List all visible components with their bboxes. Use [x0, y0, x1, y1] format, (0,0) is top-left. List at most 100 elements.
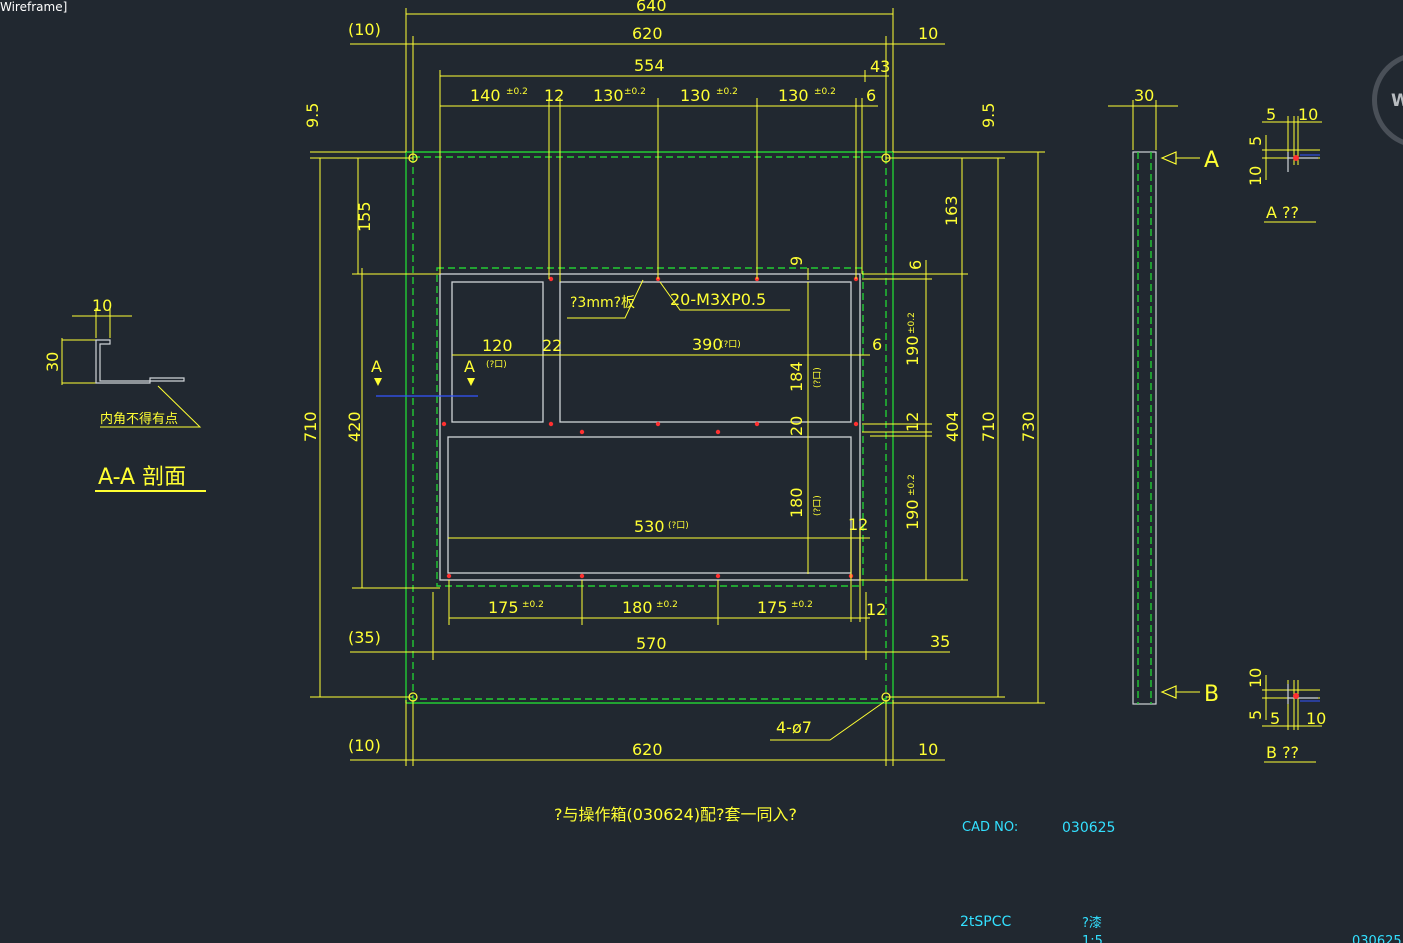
dim-140: 140 [470, 86, 501, 105]
tol-140: ±0.2 [506, 87, 528, 97]
dim-10-paren-top: (10) [348, 20, 381, 39]
dim-640: 640 [636, 0, 667, 15]
dim-175-a: 175 [488, 598, 519, 617]
corner-drawing-no: 030625 [1352, 934, 1402, 943]
note-kou-530: (?口) [668, 521, 689, 531]
tol-130-c: ±0.2 [814, 87, 836, 97]
dim-404: 404 [943, 411, 962, 442]
dimension-lines [310, 8, 1045, 766]
dim-b-10-vertical: 10 [1246, 668, 1265, 688]
dim-554: 554 [634, 56, 665, 75]
dim-9-5-left: 9.5 [303, 103, 322, 128]
section-arrow-right [467, 378, 475, 386]
dim-155: 155 [355, 201, 374, 232]
dim-6-right-1: 6 [906, 260, 925, 270]
dim-a-5-vertical: 5 [1246, 136, 1265, 146]
dim-b-5-vertical: 5 [1246, 710, 1265, 720]
dim-a-5: 5 [1266, 105, 1276, 124]
dim-30-side: 30 [1134, 86, 1154, 105]
dim-10-paren-bottom: (10) [348, 736, 381, 755]
note-kou-120: (?口) [486, 360, 507, 370]
side-view [1108, 100, 1200, 705]
dim-6-right-2: 6 [872, 335, 882, 354]
material: 2tSPCC [960, 914, 1012, 930]
dim-10-top-right: 10 [918, 24, 938, 43]
section-aa-title: A-A 剖面 [98, 465, 186, 490]
note-mounting-holes: 4-ø7 [776, 718, 812, 737]
dim-20: 20 [787, 416, 806, 436]
dim-163: 163 [942, 195, 961, 226]
viewcube-label[interactable]: W [1391, 91, 1403, 111]
viewport-label[interactable]: Wireframe] [0, 0, 68, 14]
dim-710-right: 710 [979, 411, 998, 442]
dim-12-bottom: 12 [866, 600, 886, 619]
tol-175-a: ±0.2 [522, 600, 544, 610]
note-sheet: ?3mm?板 [570, 295, 635, 311]
dim-43: 43 [870, 57, 890, 76]
dim-184: 184 [787, 361, 806, 392]
cad-no-value: 030625 [1062, 820, 1115, 836]
dim-190-top: 190 [903, 335, 922, 366]
bend-lines [405, 151, 894, 704]
dim-180-horizontal: 180 [622, 598, 653, 617]
dim-b-10: 10 [1306, 709, 1326, 728]
view-marker-a: A [1204, 148, 1219, 173]
dim-570: 570 [636, 634, 667, 653]
dim-b-5: 5 [1270, 709, 1280, 728]
tol-175-b: ±0.2 [791, 600, 813, 610]
tol-180: ±0.2 [656, 600, 678, 610]
dim-6-top: 6 [866, 86, 876, 105]
dim-130-a: 130 [593, 86, 624, 105]
section-marker-a-left: A [371, 357, 382, 376]
notes: ?3mm?板 20-M3XP0.5 4-ø7 内角不得有点 A-A 剖面 A A… [98, 148, 1299, 824]
dim-22: 22 [542, 336, 562, 355]
dim-530: 530 [634, 517, 665, 536]
dim-130-c: 130 [778, 86, 809, 105]
section-arrow-left [374, 378, 382, 386]
dim-130-b: 130 [680, 86, 711, 105]
note-threaded-holes: 20-M3XP0.5 [670, 290, 766, 309]
dim-620-top: 620 [632, 24, 663, 43]
dim-a-10: 10 [1298, 105, 1318, 124]
cad-no-label: CAD NO: [962, 820, 1018, 835]
dim-710-left: 710 [301, 411, 320, 442]
tol-130-a: ±0.2 [624, 87, 646, 97]
dim-620-bottom: 620 [632, 740, 663, 759]
tol-130-b: ±0.2 [716, 87, 738, 97]
cutout-outlines [439, 273, 861, 581]
footer-note: ?与操作箱(030624)配?套一同入? [554, 805, 797, 824]
dim-390: 390 [692, 335, 723, 354]
dim-180-vertical: 180 [787, 487, 806, 518]
dim-175-b: 175 [757, 598, 788, 617]
note-kou-184: (?口) [813, 367, 823, 388]
tol-190-bot: ±0.2 [907, 474, 917, 496]
detail-a-title: A ?? [1266, 203, 1299, 222]
finish: ?漆 [1082, 915, 1102, 931]
detail-b-title: B ?? [1266, 743, 1299, 762]
dim-9-5-right: 9.5 [979, 103, 998, 128]
dim-12-mid: 12 [903, 412, 922, 432]
detail-views [1262, 116, 1322, 763]
tol-190-top: ±0.2 [907, 312, 917, 334]
dim-12-top: 12 [544, 86, 564, 105]
dim-35: 35 [930, 632, 950, 651]
dim-730: 730 [1019, 411, 1038, 442]
dim-9: 9 [787, 256, 806, 266]
dim-35-paren: (35) [348, 628, 381, 647]
dim-420: 420 [345, 411, 364, 442]
dim-120: 120 [482, 336, 513, 355]
dim-12-right: 12 [848, 515, 868, 534]
note-kou-180: (?口) [813, 495, 823, 516]
dim-190-bot: 190 [903, 499, 922, 530]
dim-10-bottom-right: 10 [918, 740, 938, 759]
section-marker-a-right: A [464, 357, 475, 376]
dim-aa-30: 30 [43, 352, 62, 372]
note-kou-390: (?口) [720, 340, 741, 350]
dim-a-10-vertical: 10 [1246, 166, 1265, 186]
section-aa [61, 308, 206, 492]
scale: 1:5 [1082, 934, 1103, 943]
mounting-holes [408, 153, 891, 702]
dimension-text: 640 620 (10) 10 554 43 140 ±0.2 12 130 ±… [43, 0, 1326, 759]
title-block: CAD NO: 030625 2tSPCC ?漆 1:5 030625 [960, 820, 1402, 943]
